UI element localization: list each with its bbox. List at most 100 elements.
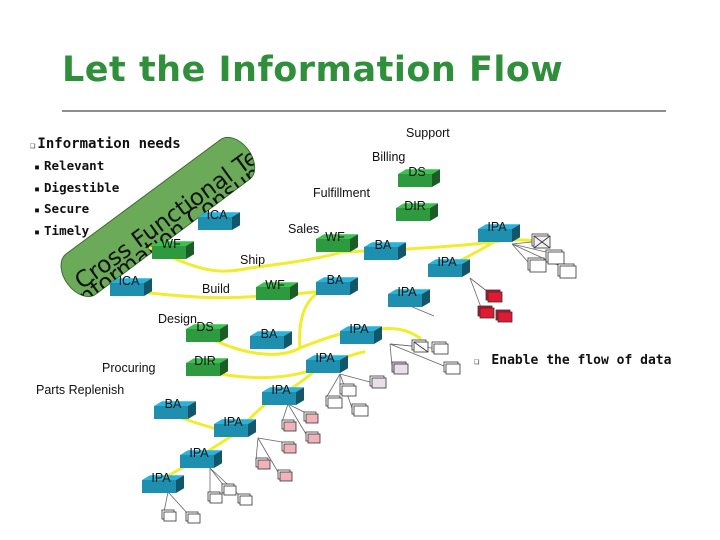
system-block-dir-top: DIR: [396, 199, 438, 221]
block-label: BA: [261, 327, 278, 341]
red-document-icon: [303, 411, 319, 424]
flow-line: [208, 336, 302, 356]
block-side-face: [248, 419, 256, 437]
document-stack-icon: [237, 493, 253, 506]
system-block-ipa-6: IPA: [262, 383, 304, 405]
red-document-icon: [277, 469, 293, 482]
block-front-face: [198, 217, 232, 230]
system-block-ipa-4: IPA: [340, 322, 382, 344]
document-stack-icon: [527, 257, 547, 273]
block-side-face: [462, 259, 470, 277]
block-side-face: [374, 326, 382, 344]
block-side-face: [188, 401, 196, 419]
system-block-ds-top: DS: [398, 165, 440, 187]
block-side-face: [214, 450, 222, 468]
document-stack-icon: [325, 395, 343, 409]
block-top-face: [262, 387, 304, 392]
document-stack-icon: [557, 263, 577, 279]
block-label: WF: [265, 278, 285, 292]
block-top-face: [428, 259, 470, 264]
block-front-face: [110, 283, 144, 296]
block-label: IPA: [397, 285, 417, 299]
block-front-face: [152, 246, 186, 259]
need-item: Timely: [34, 221, 181, 243]
red-document-icon: [495, 309, 513, 323]
block-side-face: [284, 331, 292, 349]
red-document-icon: [477, 305, 495, 319]
block-label: IPA: [349, 322, 369, 336]
block-top-face: [340, 326, 382, 331]
flow-line: [148, 246, 344, 273]
block-label: DIR: [194, 354, 216, 368]
block-top-face: [142, 475, 184, 480]
block-top-face: [364, 242, 406, 247]
block-front-face: [142, 480, 176, 493]
document-stack-icon: [161, 509, 177, 522]
title-divider: [62, 110, 666, 112]
flow-line: [298, 288, 324, 350]
block-label: IPA: [151, 471, 171, 485]
block-front-face: [250, 336, 284, 349]
block-side-face: [290, 282, 298, 300]
label-sales: Sales: [288, 222, 319, 236]
label-design: Design: [158, 312, 197, 326]
block-side-face: [186, 241, 194, 259]
document-stack-icon: [351, 403, 369, 417]
block-side-face: [422, 289, 430, 307]
block-side-face: [340, 355, 348, 373]
document-stack-icon: [207, 491, 223, 504]
block-top-face: [388, 289, 430, 294]
information-needs: ❏Information needs Relevant Digestible S…: [30, 136, 181, 242]
block-label: ICA: [119, 274, 141, 288]
document-stack-icon: [431, 341, 449, 355]
label-parts-replenish: Parts Replenish: [36, 383, 124, 397]
red-document-icon: [281, 419, 297, 432]
block-side-face: [350, 234, 358, 252]
block-side-face: [144, 278, 152, 296]
block-front-face: [186, 363, 220, 376]
block-top-face: [110, 278, 152, 283]
system-block-ba-2: BA: [316, 273, 358, 295]
label-billing: Billing: [372, 150, 405, 164]
document-stack-icon: [391, 361, 409, 375]
system-block-ba-3: BA: [250, 327, 292, 349]
block-label: DIR: [404, 199, 426, 213]
block-front-face: [262, 392, 296, 405]
system-block-ica-1: ICA: [198, 208, 240, 230]
label-fulfillment: Fulfillment: [313, 186, 370, 200]
checkbox-bullet-icon: ❏: [30, 141, 36, 151]
system-block-ipa-2: IPA: [428, 255, 470, 277]
document-stack-icon: [545, 249, 565, 265]
document-stack-icon: [411, 339, 429, 353]
system-block-ipa-7: IPA: [214, 415, 256, 437]
block-front-face: [316, 282, 350, 295]
system-block-ipa-8: IPA: [180, 446, 222, 468]
block-label: BA: [165, 397, 182, 411]
block-side-face: [398, 242, 406, 260]
information-needs-label: Information needs: [37, 136, 181, 152]
block-label: ICA: [207, 208, 229, 222]
block-front-face: [186, 329, 220, 342]
enable-flow-text: Enable the flow of data: [491, 353, 672, 368]
flow-line: [138, 290, 264, 300]
block-top-face: [306, 355, 348, 360]
system-block-ba-1: BA: [364, 238, 406, 260]
red-document-icon: [485, 289, 503, 303]
block-top-face: [398, 169, 440, 174]
block-front-face: [364, 247, 398, 260]
block-front-face: [428, 264, 462, 277]
block-label: IPA: [223, 415, 243, 429]
block-label: IPA: [189, 446, 209, 460]
block-side-face: [296, 387, 304, 405]
block-side-face: [432, 169, 440, 187]
system-block-ica-2: ICA: [110, 274, 152, 296]
block-side-face: [350, 277, 358, 295]
document-stack-icon: [339, 383, 357, 397]
red-document-icon: [305, 431, 321, 444]
page-title: Let the Information Flow: [62, 50, 564, 90]
system-block-wf-2: WF: [256, 278, 298, 300]
block-front-face: [214, 424, 248, 437]
block-side-face: [512, 224, 520, 242]
document-stack-icon: [185, 511, 201, 524]
